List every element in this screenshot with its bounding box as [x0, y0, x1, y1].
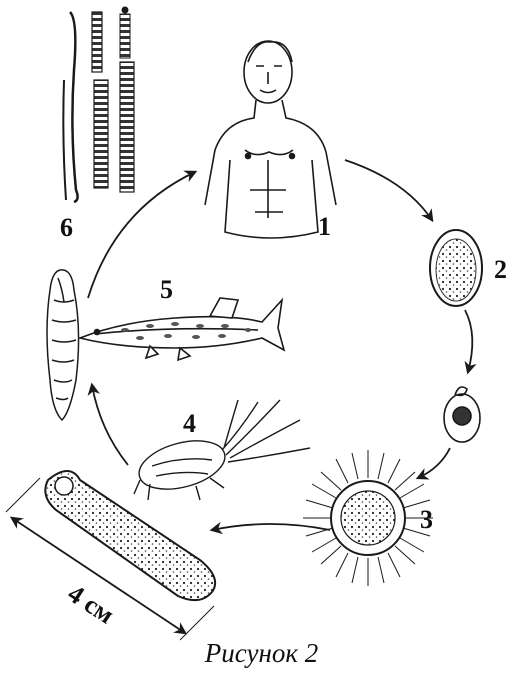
stage-3-number: 3 [420, 505, 433, 534]
stage-6-number: 6 [60, 213, 73, 242]
egg-drawing [430, 230, 482, 306]
arrow-egg-to-3 [418, 448, 450, 478]
adult-tapeworm-drawing [63, 7, 134, 202]
plerocercoid-drawing [47, 270, 79, 420]
arrow-1-to-2 [345, 160, 432, 220]
arrow-2-to-egg [465, 310, 472, 372]
stage-4-number: 4 [183, 409, 196, 438]
stage-1-number: 1 [318, 212, 331, 241]
stage-2-number: 2 [494, 255, 507, 284]
copepod-drawing [134, 400, 310, 500]
human-figure [205, 41, 336, 238]
figure-caption: Рисунок 2 [0, 638, 523, 669]
stage-5-number: 5 [160, 275, 173, 304]
proglottid-drawing [45, 471, 215, 600]
arrow-3-to-proglottid [212, 524, 330, 530]
arrow-5-to-1 [88, 172, 195, 298]
scale-bar-label: 4 см [63, 579, 120, 630]
coracidium-drawing [303, 450, 433, 586]
arrow-to-4 [92, 385, 128, 465]
pike-fish-drawing [80, 298, 284, 360]
hatching-egg-drawing [444, 387, 480, 442]
